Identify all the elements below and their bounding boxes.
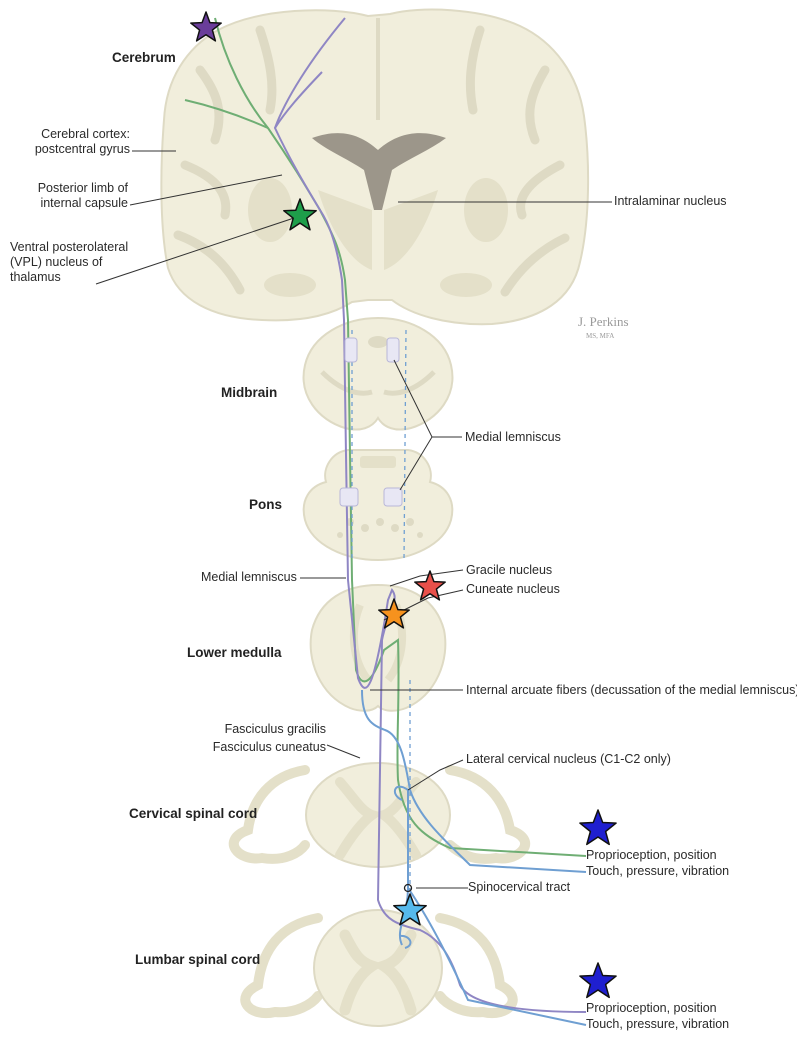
- star-green-thalamus-icon: [283, 198, 317, 231]
- label-medial-lemniscus-left: Medial lemniscus: [201, 570, 297, 584]
- star-lightblue-lumbar-icon: [393, 893, 427, 926]
- region-title-lower-medulla: Lower medulla: [187, 645, 282, 660]
- label-vpl-nucleus: Ventral posterolateral (VPL) nucleus of …: [10, 240, 129, 284]
- star-markers: [190, 11, 617, 999]
- midbrain-section: [302, 316, 454, 431]
- region-title-pons: Pons: [249, 497, 283, 512]
- label-proprioception-lumbar: Proprioception, position: [586, 1001, 717, 1015]
- artist-credit-name: J. Perkins: [578, 314, 629, 329]
- star-blue-cervical-icon: [579, 809, 617, 846]
- label-gracile-nucleus: Gracile nucleus: [466, 563, 553, 577]
- label-lateral-cervical-nucleus: Lateral cervical nucleus (C1-C2 only): [466, 752, 671, 766]
- label-internal-capsule: Posterior limb of internal capsule: [37, 181, 128, 210]
- pathways: [184, 17, 587, 1026]
- label-touch-cervical: Touch, pressure, vibration: [586, 864, 730, 878]
- label-internal-arcuate-fibers: Internal arcuate fibers (decussation of …: [466, 683, 797, 697]
- star-orange-cuneate-icon: [378, 598, 410, 629]
- star-red-gracile-icon: [414, 570, 446, 601]
- lumbar-cord-section: [240, 909, 518, 1027]
- cerebrum-section: [160, 8, 590, 326]
- star-blue-lumbar-icon: [579, 962, 617, 999]
- cervical-cord-section: [228, 762, 530, 868]
- lemniscus-markers: [339, 337, 403, 507]
- leader-lines: [95, 150, 612, 889]
- region-title-lumbar-cord: Lumbar spinal cord: [135, 952, 261, 967]
- pons-section: [302, 449, 454, 562]
- label-fasciculus-cuneatus: Fasciculus cuneatus: [212, 740, 326, 754]
- label-spinocervical-tract: Spinocervical tract: [468, 880, 571, 894]
- region-title-cerebrum: Cerebrum: [112, 50, 176, 65]
- label-intralaminar-nucleus: Intralaminar nucleus: [614, 194, 727, 208]
- star-purple-cerebrum-icon: [190, 11, 222, 42]
- region-title-cervical-cord: Cervical spinal cord: [129, 806, 258, 821]
- label-proprioception-cervical: Proprioception, position: [586, 848, 717, 862]
- label-cerebral-cortex: Cerebral cortex: postcentral gyrus: [34, 127, 130, 156]
- medulla-section: [309, 583, 447, 712]
- label-medial-lemniscus-upper: Medial lemniscus: [465, 430, 561, 444]
- artist-credit-degree: MS, MFA: [586, 332, 615, 340]
- label-fasciculus-gracilis: Fasciculus gracilis: [224, 722, 326, 736]
- label-touch-lumbar: Touch, pressure, vibration: [586, 1017, 730, 1031]
- region-title-midbrain: Midbrain: [221, 385, 278, 400]
- label-cuneate-nucleus: Cuneate nucleus: [466, 582, 560, 596]
